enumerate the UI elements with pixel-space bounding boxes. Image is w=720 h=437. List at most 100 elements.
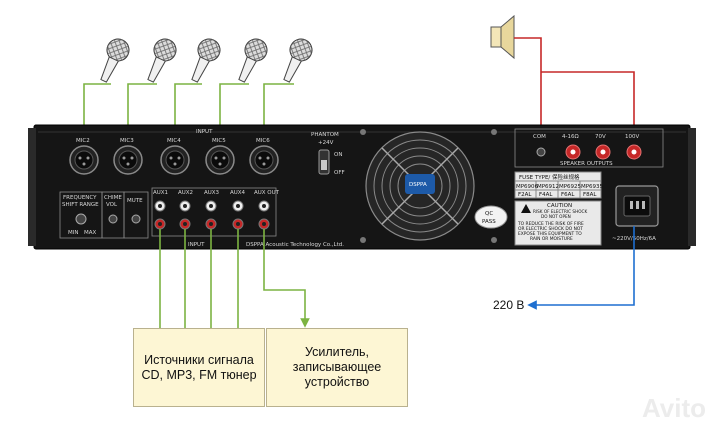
aux-label: AUX1 — [153, 190, 168, 196]
chime-label-2: VOL — [106, 202, 118, 208]
frequency-knob[interactable] — [75, 213, 87, 225]
freq-label-2: SHIFT RANGE — [62, 202, 99, 208]
xlr-jack[interactable] — [113, 145, 143, 175]
warning-line: RAIN OR MOISTURE — [530, 236, 573, 242]
knob-min-label: MIN — [68, 230, 78, 236]
qc-label: QC — [485, 211, 493, 217]
rca-jack[interactable] — [179, 218, 191, 230]
recorder-line: Усилитель, — [304, 345, 369, 359]
fuse-table: FUSE TYPE/ 保险丝规格 MP6906 MP6912 MP6925 MP… — [514, 171, 604, 199]
knob-max-label: MAX — [84, 230, 97, 236]
amplifier-recorder-box: Усилитель, записывающее устройство — [266, 328, 408, 407]
caution-title: CAUTION — [547, 203, 572, 209]
rca-jack[interactable] — [205, 200, 217, 212]
aux-cables — [159, 229, 310, 328]
qc-sticker: QC PASS — [474, 205, 508, 229]
mic-label: MIC3 — [120, 138, 134, 144]
rca-jack[interactable] — [205, 218, 217, 230]
phantom-label: PHANTOM — [311, 132, 339, 138]
switch-on-label: ON — [334, 152, 342, 158]
speaker-terminal[interactable] — [536, 147, 546, 157]
recorder-line: записывающее — [292, 360, 382, 374]
freq-label: FREQUENCY — [63, 195, 97, 201]
fuse-title: FUSE TYPE/ 保险丝规格 — [519, 173, 580, 181]
rca-jack[interactable] — [258, 218, 270, 230]
xlr-jack[interactable] — [69, 145, 99, 175]
microphone-icon — [100, 38, 130, 83]
rca-jack[interactable] — [154, 200, 166, 212]
sources-line: Источники сигнала — [144, 352, 254, 367]
rca-jack[interactable] — [232, 218, 244, 230]
speaker-terminal[interactable] — [595, 144, 611, 160]
mic-label: MIC4 — [167, 138, 181, 144]
warning-icon — [521, 204, 531, 213]
rca-jack[interactable] — [154, 218, 166, 230]
speaker-cables — [514, 37, 635, 150]
microphone-icon — [147, 38, 177, 83]
mic-label: MIC2 — [76, 138, 90, 144]
speaker-terminal[interactable] — [626, 144, 642, 160]
mic-input-group: MIC2 MIC3 MIC4 MIC5 MIC6 — [69, 138, 279, 175]
fuse-model: MP6935 — [581, 184, 604, 190]
input-title: INPUT — [196, 129, 213, 135]
signal-sources-box: Источники сигнала CD, MP3, FM тюнер — [133, 328, 265, 407]
fuse-model: MP6925 — [559, 184, 582, 190]
warning-line: TO REDUCE THE RISK OF FIRE — [517, 221, 584, 227]
sources-line: CD, MP3, FM тюнер — [141, 367, 257, 382]
xlr-jack[interactable] — [160, 145, 190, 175]
terminal-label: 70V — [595, 134, 606, 140]
rca-jack[interactable] — [179, 200, 191, 212]
xlr-jack[interactable] — [249, 145, 279, 175]
switch-off-label: OFF — [334, 170, 345, 176]
chime-knob[interactable] — [108, 214, 118, 224]
fuse-rating: F4AL — [539, 192, 553, 198]
microphone-icon — [283, 38, 313, 83]
terminal-label: COM — [533, 134, 546, 140]
aux-label: AUX2 — [178, 190, 193, 196]
rca-jack[interactable] — [258, 200, 270, 212]
phantom-voltage: +24V — [318, 140, 334, 146]
power-socket[interactable] — [615, 185, 659, 227]
mic-label: MIC5 — [212, 138, 226, 144]
mains-voltage-label: 220 В — [493, 298, 525, 312]
xlr-jack[interactable] — [205, 145, 235, 175]
caution-label: CAUTION RISK OF ELECTRIC SHOCK DO NOT OP… — [514, 200, 602, 246]
mute-knob[interactable] — [131, 214, 141, 224]
mic-label: MIC6 — [256, 138, 270, 144]
speaker-outputs-label: SPEAKER OUTPUTS — [560, 161, 613, 167]
speaker-terminal[interactable] — [565, 144, 581, 160]
fuse-model: MP6912 — [537, 184, 559, 190]
cooling-fan: DSPPA — [365, 131, 475, 241]
fuse-model: MP6906 — [516, 184, 539, 190]
fuse-rating: F8AL — [583, 192, 597, 198]
aux-label: AUX OUT — [254, 190, 280, 196]
warning-line: EXPOSE THIS EQUIPMENT TO — [518, 231, 582, 237]
chime-label: CHIME — [104, 195, 122, 201]
loudspeaker-icon — [490, 14, 515, 60]
phantom-switch[interactable] — [321, 160, 327, 170]
recorder-line: устройство — [304, 375, 370, 389]
aux-label: AUX3 — [204, 190, 220, 196]
input-bottom-label: INPUT — [188, 242, 205, 248]
phantom-section: PHANTOM +24V ON OFF — [311, 132, 345, 176]
brand-label: DSPPA Acoustic Technology Co.,Ltd. — [246, 242, 344, 248]
mute-label: MUTE — [127, 198, 143, 204]
avito-watermark: Avito — [641, 393, 706, 423]
microphone-group — [100, 38, 313, 83]
fuse-rating: F2AL — [518, 192, 532, 198]
knob-section: FREQUENCY SHIFT RANGE CHIME VOL MUTE MIN… — [59, 191, 149, 239]
rca-jack[interactable] — [232, 200, 244, 212]
speaker-outputs-section: COM 4-16Ω 70V 100V SPEAKER OUTPUTS — [514, 128, 664, 168]
microphone-icon — [191, 38, 221, 83]
caution-line: DO NOT OPEN — [541, 214, 571, 219]
terminal-label: 100V — [625, 134, 639, 140]
terminal-label: 4-16Ω — [562, 134, 579, 140]
caution-line: RISK OF ELECTRIC SHOCK — [533, 209, 587, 214]
microphone-icon — [238, 38, 268, 83]
power-cable — [527, 226, 635, 310]
fan-badge: DSPPA — [409, 182, 427, 188]
aux-label: AUX4 — [230, 190, 246, 196]
qc-pass-label: PASS — [482, 219, 496, 225]
